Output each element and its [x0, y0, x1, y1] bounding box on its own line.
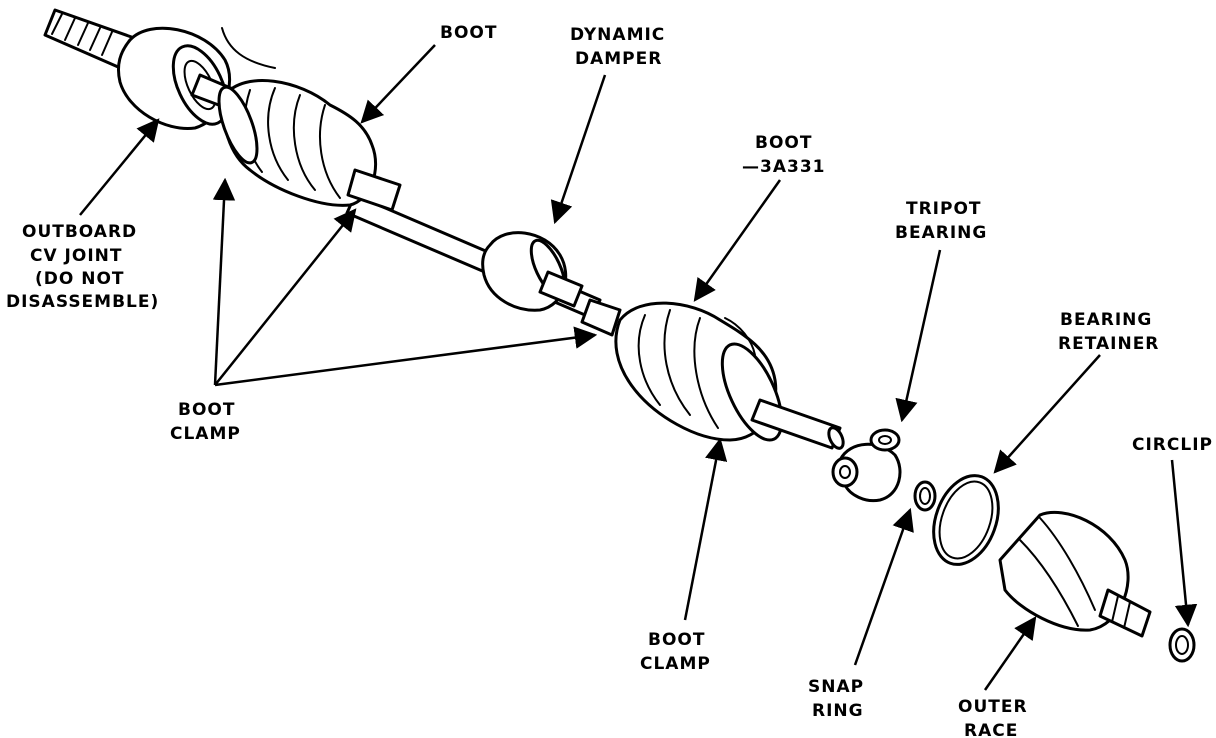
- inboard-boot: [580, 298, 845, 450]
- label-snap-ring-line2: RING: [812, 701, 864, 721]
- label-bearing-retainer-line2: RETAINER: [1058, 334, 1159, 354]
- label-tripot-bearing-line2: BEARING: [895, 223, 987, 243]
- label-boot-clamp-left-line2: CLAMP: [170, 424, 241, 444]
- leader-lines: [79, 44, 1198, 691]
- label-outboard-line2: CV JOINT: [30, 246, 122, 266]
- label-boot-3a331-line2: —3A331: [742, 157, 825, 177]
- outer-race: [998, 510, 1152, 638]
- label-dynamic-damper-line2: DAMPER: [575, 49, 662, 69]
- snap-ring: [913, 480, 937, 512]
- label-boot-clamp-bottom-line2: CLAMP: [640, 654, 711, 674]
- label-outer-race-line1: OUTER: [958, 697, 1028, 717]
- label-outer-race-line2: RACE: [964, 721, 1018, 738]
- label-snap-ring-line1: SNAP: [808, 677, 864, 697]
- label-dynamic-damper-line1: DYNAMIC: [570, 25, 665, 45]
- label-boot-3a331-line1: BOOT: [755, 133, 812, 153]
- label-tripot-bearing-line1: TRIPOT: [906, 199, 982, 219]
- circlip: [1168, 627, 1196, 663]
- label-boot-clamp-bottom-line1: BOOT: [648, 630, 705, 650]
- label-outboard-line4: DISASSEMBLE): [6, 292, 159, 312]
- label-outboard-line1: OUTBOARD: [22, 222, 137, 242]
- label-boot-top: BOOT: [440, 23, 497, 43]
- label-outboard-line3: (DO NOT: [35, 269, 125, 289]
- label-circlip: CIRCLIP: [1132, 435, 1213, 455]
- label-boot-clamp-left-line1: BOOT: [178, 400, 235, 420]
- dynamic-damper: [481, 231, 584, 312]
- outboard-boot: [217, 27, 402, 212]
- label-bearing-retainer-line1: BEARING: [1060, 310, 1152, 330]
- outboard-cv-joint: [116, 26, 242, 130]
- bearing-retainer: [932, 474, 1000, 566]
- tripot-bearing: [831, 428, 902, 503]
